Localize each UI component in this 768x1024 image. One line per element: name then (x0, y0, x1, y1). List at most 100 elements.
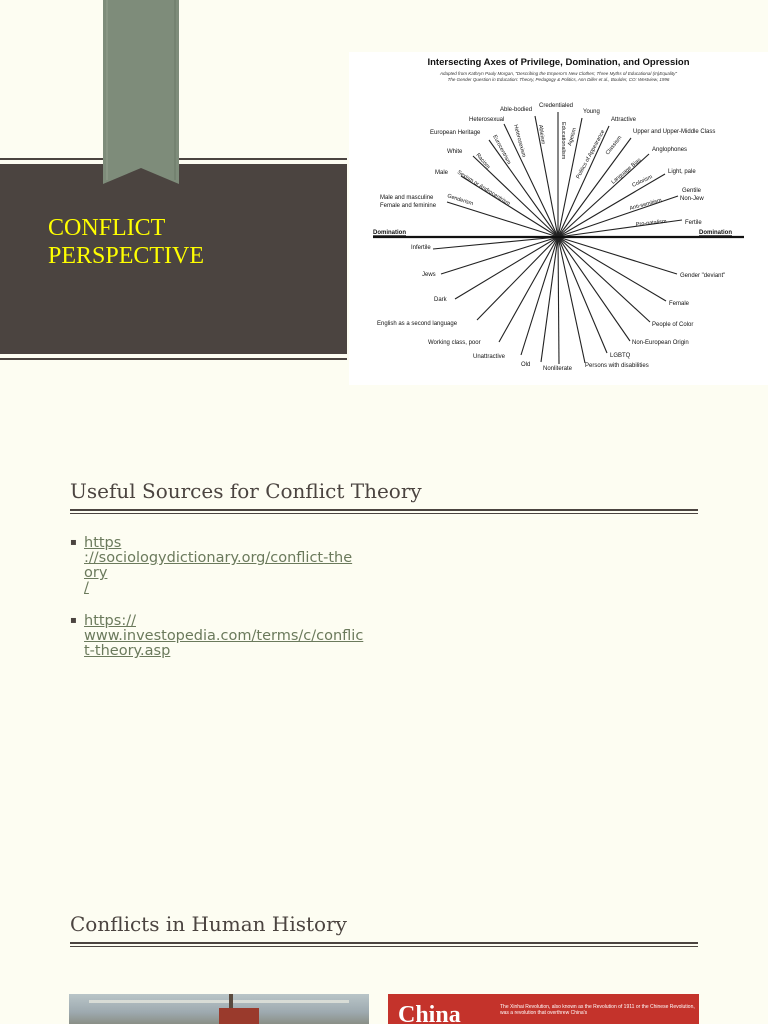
label-gentile: Gentile (682, 188, 702, 194)
link-line: www.investopedia.com/terms/c/conflic (84, 628, 364, 644)
link-line: ory (84, 565, 108, 581)
label-credentialed: Credentialed (539, 103, 573, 109)
axis-spoke (503, 123, 559, 238)
axis-spoke (557, 117, 583, 238)
label-unattractive: Unattractive (473, 354, 506, 360)
axis-spoke (534, 115, 559, 238)
axis-spoke (454, 236, 559, 300)
axis-spoke (557, 153, 650, 238)
title-band (0, 166, 347, 352)
list-item: ▪ https:// www.investopedia.com/terms/c/… (70, 614, 400, 659)
link-line: t-theory.asp (84, 643, 171, 659)
label-eurocentrism: Eurocentrism (491, 134, 512, 166)
sociology-dictionary-link[interactable]: https ://sociologydictionary.org/conflic… (84, 536, 400, 596)
axis-spoke (557, 236, 608, 354)
slide-title-line2: PERSPECTIVE (48, 243, 205, 269)
list-item: ▪ https ://sociologydictionary.org/confl… (70, 536, 400, 596)
figure-title: Intersecting Axes of Privilege, Dominati… (427, 57, 690, 68)
axis-spoke (446, 201, 559, 238)
sources-list: ▪ https ://sociologydictionary.org/confl… (70, 536, 400, 677)
axis-spoke (557, 219, 683, 238)
bookmark-ribbon (103, 0, 179, 184)
label-ableism: Ableism (537, 124, 546, 145)
label-young: Young (583, 109, 600, 115)
left-domination-label: Domination (373, 230, 406, 236)
axis-spoke (557, 236, 560, 365)
label-light-pale: Light, pale (668, 169, 696, 175)
figure-detail (219, 1008, 259, 1024)
label-classism: Classism (605, 135, 624, 157)
axis-spoke (540, 236, 559, 363)
investopedia-link[interactable]: https:// www.investopedia.com/terms/c/co… (84, 614, 400, 659)
axis-spoke (557, 125, 610, 238)
label-educationalism: Educationalism (560, 122, 566, 160)
slide-conflict-perspective: CONFLICT PERSPECTIVE Intersecting Axes o… (0, 0, 768, 390)
link-line: / (84, 580, 89, 596)
label-people-of-color: People of Color (652, 322, 693, 328)
label-anti-semitism: Anti-semitism (629, 197, 663, 211)
axis-spoke (460, 175, 559, 238)
axis-spoke (476, 236, 559, 321)
axis-spoke (432, 236, 559, 250)
label-male: Male (435, 170, 449, 176)
label-gender-deviant: Gender "deviant" (680, 273, 725, 279)
axis-spoke (440, 236, 559, 275)
axis-spoke (557, 173, 666, 238)
link-line: ://sociologydictionary.org/conflict-the (84, 550, 353, 566)
axis-spoke (557, 236, 678, 275)
privilege-axes-figure: Intersecting Axes of Privilege, Dominati… (349, 52, 768, 385)
bullet-icon: ▪ (70, 615, 77, 626)
label-genderism: Genderism (446, 193, 474, 207)
label-attractive: Attractive (611, 117, 637, 123)
label-esl: English as a second language (377, 321, 458, 327)
label-heterosexual: Heterosexual (469, 117, 504, 123)
axis-spoke (472, 155, 559, 238)
axis-spoke (498, 236, 559, 343)
slide-title-line1: CONFLICT (48, 215, 166, 241)
label-politics-appearance: Politics of Appearance (575, 129, 606, 180)
axis-spoke (520, 236, 559, 356)
china-caption: The Xinhai Revolution, also known as the… (500, 1004, 695, 1016)
label-white: White (447, 149, 463, 155)
label-anglophones: Anglophones (652, 147, 687, 153)
label-female: Female (669, 301, 690, 307)
label-disabilities: Persons with disabilities (585, 363, 649, 369)
axis-spoke (557, 236, 631, 342)
china-revolution-image: China The Xinhai Revolution, also known … (388, 994, 699, 1024)
axis-spoke (557, 236, 667, 302)
label-european-heritage: European Heritage (430, 130, 481, 136)
axis-spoke (557, 236, 586, 364)
figure-subtitle-2: The Gender Question in Education: Theory… (447, 77, 670, 82)
bullet-icon: ▪ (70, 537, 77, 548)
china-heading: China (398, 1002, 461, 1024)
label-nonliterate: Nonliterate (543, 366, 573, 372)
label-old: Old (521, 362, 530, 368)
label-racism: Racism (474, 152, 491, 170)
slide-title: CONFLICT PERSPECTIVE (48, 214, 204, 270)
label-female-feminine: Female and feminine (380, 203, 437, 209)
label-dark: Dark (434, 297, 448, 303)
label-heterosexism: Heterosexism (512, 124, 527, 158)
bottom-double-rule (0, 352, 347, 360)
label-lgbtq: LGBTQ (610, 353, 631, 359)
link-line: https:// (84, 613, 136, 629)
axis-spoke (557, 195, 679, 238)
history-painting-image (69, 994, 369, 1024)
label-non-european: Non-European Origin (632, 340, 689, 346)
label-non-jew: Non-Jew (680, 196, 704, 202)
link-line: https (84, 535, 122, 551)
history-title: Conflicts in Human History (70, 912, 347, 936)
axis-spoke (488, 139, 559, 238)
axes-diagram: Domination Domination Credentialed Young… (373, 103, 744, 372)
axis-spoke (557, 137, 632, 238)
sources-title-rule (70, 509, 698, 514)
label-fertile: Fertile (685, 220, 702, 226)
axis-spoke (557, 236, 651, 323)
label-upper-class: Upper and Upper-Middle Class (633, 129, 715, 135)
label-working-class: Working class, poor (428, 340, 481, 346)
label-ageism: Ageism (567, 127, 578, 147)
label-pro-natalism: Pro-natalism (636, 219, 668, 228)
label-male-masculine: Male and masculine (380, 195, 434, 201)
right-domination-label: Domination (699, 230, 732, 236)
building-detail (89, 1000, 349, 1003)
